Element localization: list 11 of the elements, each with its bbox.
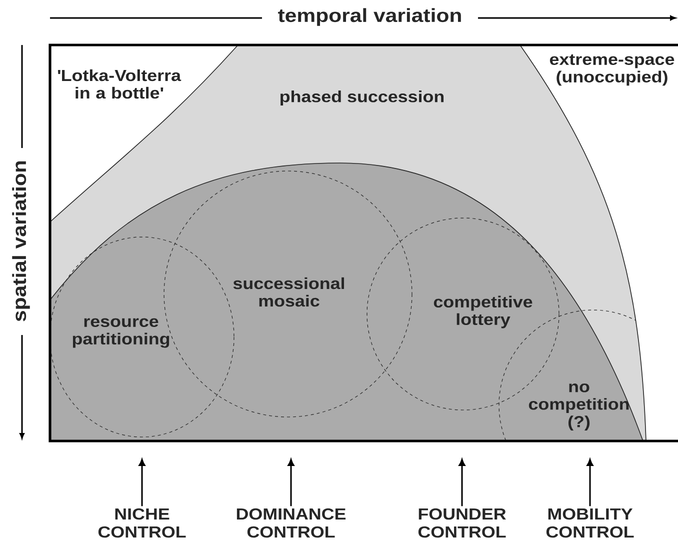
control-label: FOUNDER CONTROL: [418, 508, 506, 538]
arrow: [288, 458, 294, 506]
arrow: [458, 458, 466, 506]
control-label: NICHE CONTROL: [98, 508, 186, 538]
control-label: MOBILITY CONTROL: [546, 508, 634, 538]
arrow: [586, 458, 594, 506]
axis-label: spatial variation: [12, 161, 30, 322]
arrow: [138, 458, 146, 506]
axis-label: temporal variation: [278, 8, 461, 26]
region-label: 'Lotka-Volterra in a bottle': [58, 69, 182, 99]
control-label: DOMINANCE CONTROL: [236, 508, 346, 538]
